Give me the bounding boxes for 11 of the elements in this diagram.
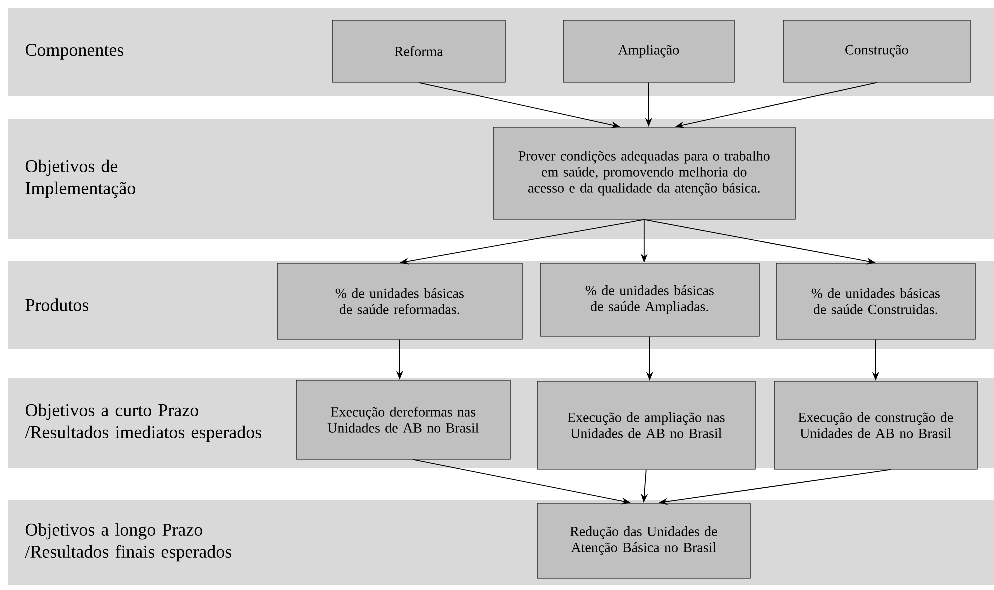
- process-box: % de unidades básicas de saúde Construidas.: [776, 263, 976, 340]
- process-box: % de unidades básicas de saúde reformadas.: [277, 263, 523, 340]
- process-box: % de unidades básicas de saúde Ampliadas.: [540, 263, 760, 337]
- process-box: Reforma: [332, 20, 506, 83]
- process-box: Execução de construção de Unidades de AB no Brasil: [774, 381, 978, 470]
- process-box: Construção: [783, 20, 971, 83]
- process-box: Ampliação: [563, 20, 735, 83]
- process-box: Execução dereformas nas Unidades de AB no Brasil: [296, 380, 511, 460]
- process-box: Redução das Unidades de Atenção Básica no Brasil: [537, 503, 751, 579]
- process-box: Execução de ampliação nas Unidades de AB no Brasil: [537, 381, 756, 470]
- process-box: Prover condições adequadas para o trabalho em saúde, promovendo melhoria do acesso e da qualidade da atenção básica.: [493, 127, 796, 220]
